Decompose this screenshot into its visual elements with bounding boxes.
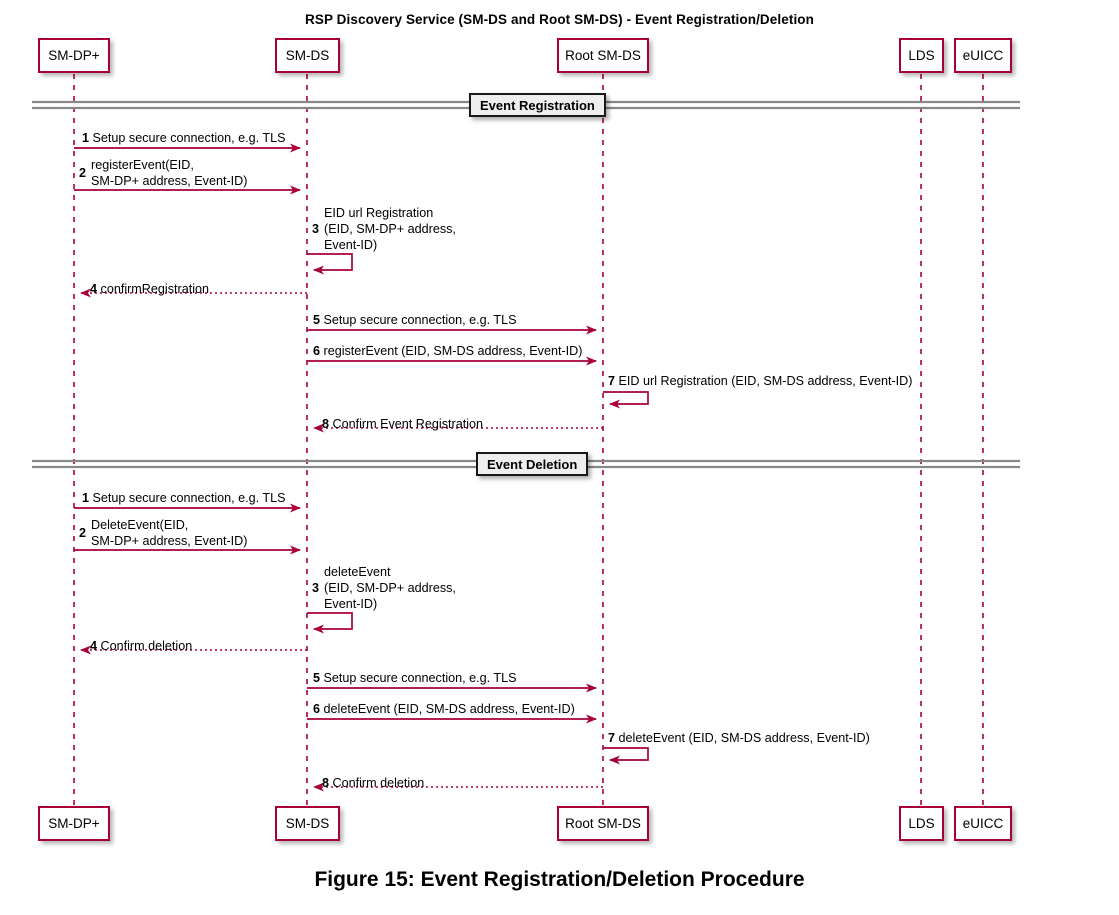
participant-label: eUICC [962, 48, 1004, 63]
message-text: EID url Registration (EID, SM-DS address… [618, 374, 913, 388]
message-text: Confirm deletion [332, 776, 425, 790]
message-text-line-1: DeleteEvent(EID, [91, 518, 189, 532]
arrow-s2-m7-self [603, 747, 649, 765]
message-label-s1-2: 2 registerEvent(EID, SM-DP+ address, Eve… [79, 158, 247, 188]
message-label-s1-4: 4 confirmRegistration [90, 282, 209, 298]
section-event-registration-arrows [74, 143, 649, 433]
message-text-line-2: SM-DP+ address, Event-ID) [91, 174, 248, 188]
message-label-s2-2: 2 DeleteEvent(EID, SM-DP+ address, Event… [79, 518, 247, 548]
arrow-s2-m3-self [307, 612, 353, 634]
diagram-title: RSP Discovery Service (SM-DS and Root SM… [304, 12, 814, 27]
participant-label: LDS [908, 816, 935, 831]
participant-label: SM-DS [285, 816, 330, 831]
participant-label: Root SM-DS [565, 816, 641, 831]
message-number: 8 [322, 417, 330, 431]
message-number: 5 [313, 313, 321, 327]
message-text: confirmRegistration [100, 282, 210, 296]
message-text: registerEvent (EID, SM-DS address, Event… [323, 344, 583, 358]
arrow-s1-m7-self [603, 391, 649, 409]
message-text: Setup secure connection, e.g. TLS [323, 313, 517, 327]
section-divider-label: Event Deletion [487, 456, 578, 472]
message-number: 8 [322, 776, 330, 790]
message-text: deleteEvent (EID, SM-DS address, Event-I… [618, 731, 870, 745]
participant-top-sm-dp-plus[interactable]: SM-DP+ [38, 38, 110, 73]
message-text-lines: DeleteEvent(EID, SM-DP+ address, Event-I… [91, 517, 247, 549]
message-label-s1-7: 7 EID url Registration (EID, SM-DS addre… [608, 374, 912, 390]
participant-bottom-lds[interactable]: LDS [899, 806, 944, 841]
message-number: 4 [90, 639, 98, 653]
section-divider-event-registration: Event Registration [469, 93, 606, 117]
message-text: Confirm deletion [100, 639, 193, 653]
message-text-line-1: registerEvent(EID, [91, 158, 194, 172]
section-divider-event-deletion: Event Deletion [476, 452, 589, 476]
participant-label: SM-DP+ [48, 816, 100, 831]
message-number: 6 [313, 702, 321, 716]
participant-label: SM-DS [285, 48, 330, 63]
message-text: Setup secure connection, e.g. TLS [92, 131, 286, 145]
participant-label: Root SM-DS [565, 48, 641, 63]
message-text: Setup secure connection, e.g. TLS [92, 491, 286, 505]
message-text: Setup secure connection, e.g. TLS [323, 671, 517, 685]
message-label-s2-7: 7 deleteEvent (EID, SM-DS address, Event… [608, 731, 870, 747]
message-number: 2 [79, 526, 87, 540]
participant-top-lds[interactable]: LDS [899, 38, 944, 73]
participant-label: LDS [908, 48, 935, 63]
section-event-deletion-arrows [74, 503, 649, 792]
participant-bottom-sm-ds[interactable]: SM-DS [275, 806, 340, 841]
message-number: 1 [82, 131, 90, 145]
message-label-s2-5: 5 Setup secure connection, e.g. TLS [313, 671, 517, 687]
participant-bottom-sm-dp-plus[interactable]: SM-DP+ [38, 806, 110, 841]
section-divider-label: Event Registration [480, 97, 595, 113]
lifelines [73, 74, 984, 806]
message-number: 1 [82, 491, 90, 505]
participant-label: SM-DP+ [48, 48, 100, 63]
message-text-line-2: (EID, SM-DP+ address, [324, 222, 456, 236]
message-label-s2-6: 6 deleteEvent (EID, SM-DS address, Event… [313, 702, 575, 718]
message-label-s1-6: 6 registerEvent (EID, SM-DS address, Eve… [313, 344, 582, 360]
message-number: 7 [608, 731, 616, 745]
participant-bottom-euicc[interactable]: eUICC [954, 806, 1012, 841]
participant-bottom-root-sm-ds[interactable]: Root SM-DS [557, 806, 649, 841]
message-number: 5 [313, 671, 321, 685]
message-label-s1-8: 8 Confirm Event Registration [322, 417, 483, 433]
message-label-s1-3: 3 EID url Registration (EID, SM-DP+ addr… [312, 206, 456, 252]
figure-caption: Figure 15: Event Registration/Deletion P… [314, 868, 805, 891]
message-number: 3 [312, 222, 320, 236]
message-text-lines: registerEvent(EID, SM-DP+ address, Event… [91, 157, 247, 189]
arrow-s1-m3-self [307, 253, 353, 275]
participant-top-root-sm-ds[interactable]: Root SM-DS [557, 38, 649, 73]
message-label-s2-4: 4 Confirm deletion [90, 639, 192, 655]
message-text-line-2: SM-DP+ address, Event-ID) [91, 534, 248, 548]
message-number: 3 [312, 581, 320, 595]
message-text: Confirm Event Registration [332, 417, 484, 431]
message-number: 4 [90, 282, 98, 296]
participant-top-sm-ds[interactable]: SM-DS [275, 38, 340, 73]
message-label-s2-3: 3 deleteEvent (EID, SM-DP+ address, Even… [312, 565, 456, 611]
participant-top-euicc[interactable]: eUICC [954, 38, 1012, 73]
message-label-s2-1: 1 Setup secure connection, e.g. TLS [82, 491, 286, 507]
message-number: 7 [608, 374, 616, 388]
message-text-line-1: deleteEvent [324, 565, 391, 579]
message-text-line-1: EID url Registration [324, 206, 434, 220]
message-text: deleteEvent (EID, SM-DS address, Event-I… [323, 702, 575, 716]
message-label-s1-1: 1 Setup secure connection, e.g. TLS [82, 131, 286, 147]
message-text-line-3: Event-ID) [324, 597, 378, 611]
message-text-line-2: (EID, SM-DP+ address, [324, 581, 456, 595]
message-number: 2 [79, 166, 87, 180]
message-number: 6 [313, 344, 321, 358]
message-label-s1-5: 5 Setup secure connection, e.g. TLS [313, 313, 517, 329]
message-text-lines: deleteEvent (EID, SM-DP+ address, Event-… [324, 564, 456, 612]
message-text-lines: EID url Registration (EID, SM-DP+ addres… [324, 205, 456, 253]
participant-label: eUICC [962, 816, 1004, 831]
message-text-line-3: Event-ID) [324, 238, 378, 252]
message-label-s2-8: 8 Confirm deletion [322, 776, 424, 792]
